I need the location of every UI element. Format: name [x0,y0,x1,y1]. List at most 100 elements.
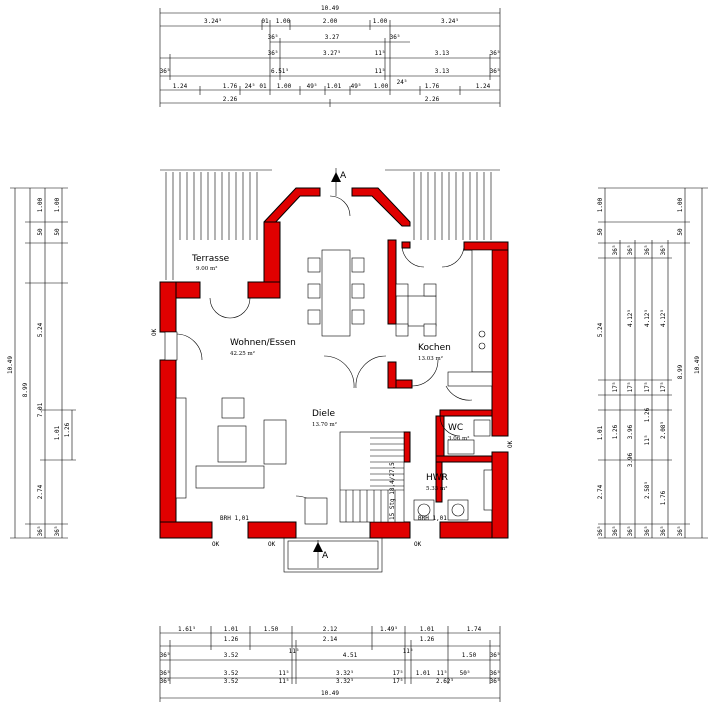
walls [159,187,509,539]
left-dim: 50 [37,228,44,236]
ok-label-right: OK [507,440,514,448]
bottom-dim: 36⁵ [490,652,501,659]
section-marker-top: A [331,168,347,196]
left-dim: 5.24 [37,322,44,337]
bottom-dim: 11⁵ [279,670,290,677]
right-dim: 36⁵ [660,526,667,537]
ok-label-bottom-mid: OK [268,541,276,548]
left-dim: 1.26 [64,422,71,437]
left-dim: 8.99 [22,382,29,397]
bottom-dim: 3.52 [224,678,239,685]
top-dim: 01 [261,18,269,25]
ok-label-bottom-right: OK [414,541,422,548]
right-dim: 36⁵ [644,526,651,537]
top-dim: 1.00 [374,83,389,90]
bottom-dim: 11⁵ [437,670,448,677]
ok-label-left: OK [151,328,158,336]
brh-label-left: BRH 1,01 [220,515,249,522]
bottom-dim: 36⁵ [490,670,501,677]
right-dim: 50 [677,228,684,236]
bottom-dim: 4.51 [343,652,358,659]
right-dimensions: 1.00 50 5.24 1.01 2.74 36⁵ 36⁵ 17⁵ 1.26 … [597,187,708,539]
right-dim: 4.12⁵ [644,309,651,327]
stairs [339,431,405,523]
bottom-dim: 1.50 [264,626,279,633]
bottom-dim: 1.01 [420,626,435,633]
room-area-hwr: 5.35 m² [426,485,447,492]
top-dim: 36⁵ [268,50,279,57]
entrance [283,537,383,573]
top-dim: 3.27⁵ [323,50,341,57]
room-name-diele: Diele [312,409,335,419]
right-dim: 1.26 [612,424,619,439]
left-dim: 1.00 [37,197,44,212]
bottom-dim: 1.49⁵ [380,626,398,633]
top-dim: 11⁵ [375,68,386,75]
right-dim: 4.12⁵ [660,309,667,327]
right-dim: 36⁵ [644,245,651,256]
right-dim: 17⁵ [644,382,651,393]
room-area-wohnen: 42.25 m² [230,350,255,357]
top-dim: 49⁵ [307,83,318,90]
left-dim: 7.01 [37,402,44,417]
bottom-dim: 36⁵ [160,670,171,677]
top-dim: 36⁵ [390,34,401,41]
right-dim: 1.76 [660,490,667,505]
bottom-total-dim: 10.49 [321,690,339,697]
room-area-diele: 13.70 m² [312,421,337,428]
left-dim: 1.00 [54,197,61,212]
right-dim: 2.58⁵ [644,481,651,499]
right-total-dim: 10.49 [694,356,701,374]
top-dim: 2.26 [223,96,238,103]
top-dim: 36⁵ [268,34,279,41]
bottom-dimensions: 1.61⁵ 1.01 1.50 2.12 1.49⁵ 1.01 1.74 1.2… [160,626,501,702]
brh-label-right: BRH 1,01 [418,515,447,522]
top-dim: 49⁵ [351,83,362,90]
bottom-dim: 17⁵ [393,678,404,685]
bottom-dim: 11⁵ [279,678,290,685]
room-name-kochen: Kochen [418,343,451,353]
right-dim: 2.74 [597,484,604,499]
right-dim: 17⁵ [612,382,619,393]
right-dim: 36⁵ [660,245,667,256]
top-dim: 3.24⁵ [204,18,222,25]
top-dim: 11⁵ [375,50,386,57]
right-dim: 36⁵ [612,245,619,256]
left-dimensions: 10.49 8.99 1.00 50 5.24 36⁵ 1.00 50 7.01… [7,187,76,539]
bottom-dim: 1.01 [224,626,239,633]
top-dim: 6.51⁵ [271,68,289,75]
right-dim: 4.12⁵ [627,309,634,327]
right-dim: 50 [597,228,604,236]
left-total-dim: 10.49 [7,356,14,374]
top-dim: 24⁵ [245,83,256,90]
right-dim: 36⁵ [597,526,604,537]
left-dim: 2.74 [37,484,44,499]
room-area-wc: 3.06 m² [448,435,469,442]
ok-label-bottom-left: OK [212,541,220,548]
left-dim: 50 [54,228,61,236]
right-dim: 8.99 [677,364,684,379]
bottom-dim: 3.32⁵ [336,678,354,685]
bottom-dim: 2.62⁵ [436,678,454,685]
bottom-dim: 36⁵ [490,678,501,685]
top-dim: 3.13 [435,50,450,57]
room-name-terrasse: Terrasse [191,254,230,264]
right-dim: 17⁵ [627,382,634,393]
top-dim: 36⁵ [160,68,171,75]
bottom-dim: 1.61⁵ [178,626,196,633]
stairs-label: 15 Stg 18,4/27,5 [389,462,396,520]
right-dim: 36⁵ [627,245,634,256]
bottom-dim: 17⁵ [393,670,404,677]
top-dimensions: 10.49 3.24⁵ 01 1.00 2.00 1.00 3.24⁵ 36⁵ … [160,5,501,107]
right-dim: 1.00 [677,197,684,212]
right-dim: 17⁵ [660,382,667,393]
doors [164,195,493,525]
bottom-dim: 11⁵ [403,648,414,655]
section-label-bottom: A [322,551,329,561]
top-dim: 1.01 [327,83,342,90]
room-name-wc: WC [448,423,463,433]
top-dim: 2.00 [323,18,338,25]
right-dim: 11⁵ [644,435,651,446]
top-dim: 36⁵ [490,68,501,75]
